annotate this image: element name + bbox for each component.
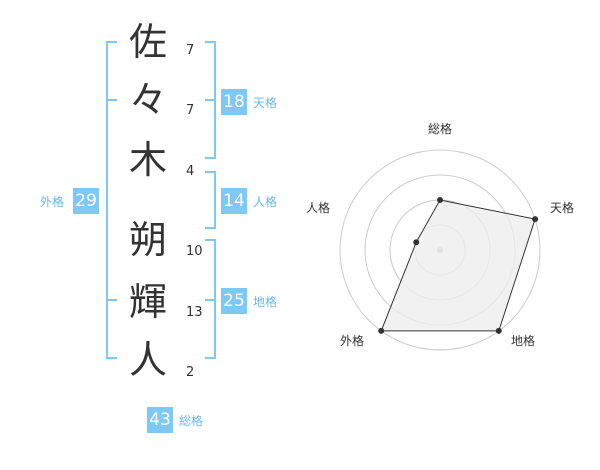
stroke-count-5: 13: [186, 305, 203, 320]
stroke-count-4: 10: [186, 244, 203, 259]
name-char-1: 佐: [128, 20, 167, 64]
jinkaku-label: 人格: [253, 195, 278, 209]
radar-point-4: [378, 327, 385, 334]
radar-point-1: [437, 197, 443, 203]
name-char-4: 朔: [128, 218, 167, 262]
chikaku-label: 地格: [253, 295, 278, 309]
tenkaku-value: 18: [221, 89, 247, 115]
gaikaku-bracket: [106, 41, 117, 359]
gaikaku-label: 外格: [40, 195, 65, 209]
radar-label-tenkaku: 天格: [550, 201, 575, 215]
radar-shape: [380, 199, 536, 332]
stroke-count-2: 7: [186, 103, 195, 118]
name-char-6: 人: [128, 338, 167, 382]
stroke-count-3: 4: [186, 164, 195, 179]
radar-label-chikaku: 地格: [511, 334, 536, 348]
soukaku-value: 43: [147, 407, 173, 433]
radar-label-gaikaku: 外格: [340, 334, 365, 348]
jinkaku-value: 14: [221, 188, 247, 214]
radar-points: [378, 197, 539, 334]
stroke-count-6: 2: [186, 365, 195, 380]
radar-point-3: [495, 327, 502, 334]
radar-grid-ring: [339, 149, 541, 351]
soukaku-label: 総格: [179, 414, 204, 428]
radar-label-soukaku: 総格: [428, 122, 453, 136]
chikaku-value: 25: [221, 288, 247, 314]
radar-point-5: [413, 239, 420, 246]
gaikaku-value: 29: [73, 188, 99, 214]
jinkaku-bracket: [205, 171, 216, 229]
radar-point-2: [532, 216, 539, 223]
radar-label-jinkaku: 人格: [306, 201, 331, 215]
name-char-5: 輝: [128, 280, 167, 324]
tenkaku-label: 天格: [253, 96, 278, 110]
stroke-count-1: 7: [186, 43, 195, 58]
name-char-2: 々: [128, 78, 167, 122]
name-char-3: 木: [128, 138, 167, 182]
